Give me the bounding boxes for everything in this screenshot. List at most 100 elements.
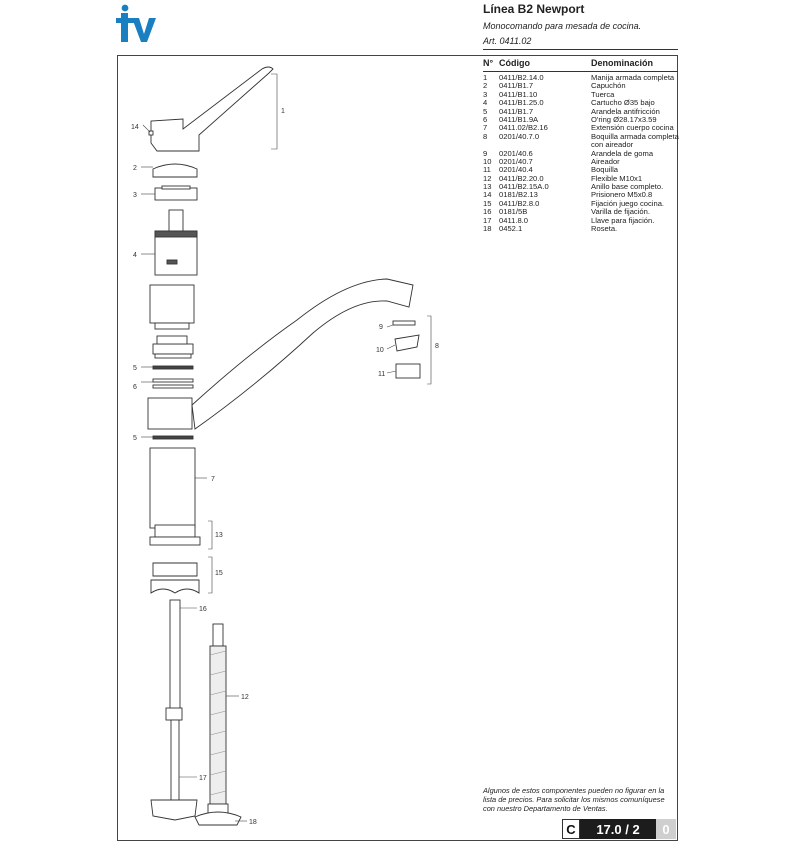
part-number: 8 [483, 131, 488, 141]
diagram-panel [117, 55, 678, 841]
cartridge-part [154, 230, 198, 276]
label-6: 6 [133, 384, 137, 391]
fixing-plate-part [152, 562, 198, 577]
part-name: Prisionero M5x0.8 [591, 190, 653, 200]
part-code: 0201/40.6 [499, 148, 533, 158]
col-name: Denominación [591, 58, 654, 68]
part-name: Arandela antifricción [591, 106, 660, 116]
page-section: C [562, 819, 580, 839]
part-name: Boquilla armada completa con aireador [591, 131, 679, 150]
label-4: 4 [133, 252, 137, 259]
page-title: Línea B2 Newport [483, 2, 585, 16]
page-subtitle: Monocomando para mesada de cocina. [483, 21, 642, 31]
aerator-part [394, 334, 420, 352]
label-7: 7 [211, 476, 215, 483]
part-name: Tuerca [591, 89, 615, 99]
label-16: 16 [199, 606, 207, 613]
cartridge-stem [168, 209, 184, 233]
handle-part [150, 66, 274, 152]
fixing-key-part [170, 719, 180, 801]
part-code: 0181/B2.13 [499, 190, 538, 200]
label-2: 2 [133, 165, 137, 172]
part-number: 5 [483, 106, 488, 116]
part-number: 9 [483, 148, 488, 158]
body-upper-part [149, 284, 195, 324]
part-name: Aireador [591, 156, 620, 166]
part-name: O'ring Ø28.17x3.59 [591, 114, 657, 124]
fixing-rod-part [169, 599, 181, 721]
part-name: Capuchón [591, 81, 626, 91]
col-code: Código [499, 58, 530, 68]
label-14: 14 [131, 124, 139, 131]
base-ring-part [154, 524, 196, 538]
part-number: 11 [483, 165, 491, 175]
article-number: Art. 0411.02 [483, 36, 532, 46]
part-number: 12 [483, 173, 492, 183]
body-lower-part [147, 397, 193, 430]
part-code: 0201/40.7.0 [499, 131, 540, 141]
label-18: 18 [249, 819, 257, 826]
part-number: 6 [483, 114, 488, 124]
part-code: 0411/B1.10 [499, 89, 538, 99]
part-code: 0411/B1.9A [499, 114, 539, 124]
spout-part [191, 278, 414, 430]
set-screw-part [148, 130, 154, 136]
part-number: 16 [483, 207, 492, 217]
part-code: 0201/40.7 [499, 156, 533, 166]
part-number: 4 [483, 98, 488, 108]
extension-part [149, 447, 196, 529]
label-5a: 5 [133, 365, 137, 372]
page-version: 0 [656, 819, 676, 839]
exploded-diagram: 1 14 2 3 4 5 6 5 7 13 15 16 12 17 18 9 1… [131, 66, 439, 826]
part-name: Fijación juego cocina. [591, 198, 665, 208]
label-15: 15 [215, 570, 223, 577]
footnote: Algunos de estos componentes pueden no f… [483, 786, 665, 813]
part-number: 3 [483, 89, 488, 99]
hose-texture [209, 650, 227, 796]
part-name: Extensión cuerpo cocina [591, 123, 674, 133]
label-3: 3 [133, 192, 137, 199]
label-1: 1 [281, 108, 285, 115]
part-number: 10 [483, 156, 492, 166]
page-number-badge: C 17.0 / 2 0 [562, 819, 676, 839]
part-code: 0411/B1.7 [499, 106, 534, 116]
cap-part [152, 163, 198, 178]
part-name: Manija armada completa [591, 73, 675, 82]
label-11: 11 [378, 371, 385, 378]
leader-lines [141, 73, 432, 822]
part-number: 14 [483, 190, 492, 200]
part-name: Flexible M10x1 [591, 173, 643, 183]
part-name: Varilla de fijación. [591, 207, 650, 217]
part-number: 13 [483, 182, 492, 192]
part-code: 0181/5B [499, 207, 528, 217]
label-8: 8 [435, 343, 439, 350]
part-code: 0452.1 [499, 224, 523, 234]
part-number: 1 [483, 73, 488, 82]
part-name: Anillo base completo. [591, 182, 664, 192]
part-code: 0411/B2.20.0 [499, 173, 544, 183]
col-number: N° [483, 58, 494, 68]
label-5b: 5 [133, 435, 137, 442]
part-code: 0411.02/B2.16 [499, 123, 548, 133]
part-number: 7 [483, 123, 488, 133]
label-13: 13 [215, 532, 223, 539]
part-number: 17 [483, 215, 492, 225]
part-code: 0411/B1.25.0 [499, 98, 544, 108]
flexible-hose-part [209, 645, 227, 805]
table-divider [483, 71, 678, 72]
part-name: Roseta. [591, 224, 618, 234]
part-code: 0411/B1.7 [499, 81, 534, 91]
part-number: 2 [483, 81, 488, 91]
part-name: Boquilla [591, 165, 619, 175]
label-10: 10 [376, 347, 384, 354]
part-number: 15 [483, 198, 492, 208]
header-divider [483, 49, 678, 50]
label-12: 12 [241, 694, 249, 701]
label-9: 9 [379, 324, 383, 331]
rubber-washer-part [392, 320, 416, 326]
part-number: 18 [483, 224, 492, 234]
nut-part [154, 187, 198, 201]
fv-logo [116, 4, 156, 42]
part-code: 0411/B2.14.0 [499, 73, 544, 82]
page-main: 17.0 / 2 [580, 819, 656, 839]
